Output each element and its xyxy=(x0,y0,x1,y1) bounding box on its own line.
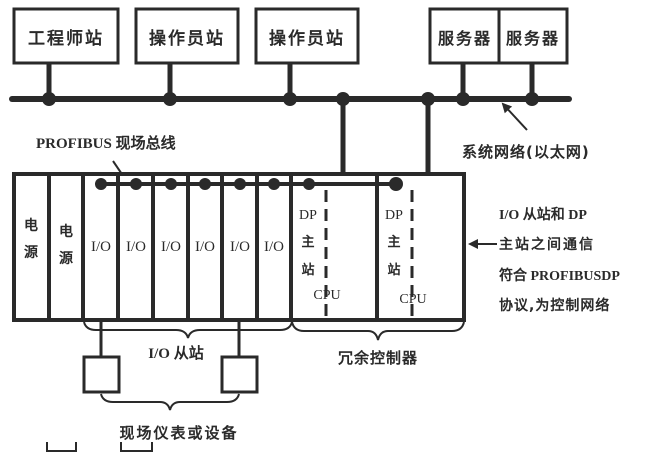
power-label-bottom: 源 xyxy=(59,250,73,267)
bracket-mark xyxy=(46,442,77,452)
engineer-station-label: 工程师站 xyxy=(28,28,104,49)
cpu-label: CPU xyxy=(313,288,340,303)
power-supply-module-2: 电 源 xyxy=(59,223,73,267)
io-module-label: I/O xyxy=(230,239,250,255)
field-device-2 xyxy=(220,355,259,394)
operator-station-2: 操作员站 xyxy=(254,7,360,65)
power-label-bottom: 源 xyxy=(24,244,38,261)
dp-label: DP xyxy=(385,208,403,223)
network-node xyxy=(456,92,470,106)
master-label-bottom: 站 xyxy=(387,262,400,278)
cpu-module-1: DP 主 站 CPU xyxy=(299,208,341,303)
field-devices-brace xyxy=(100,393,240,411)
fieldbus-node xyxy=(389,177,403,191)
master-label-top: 主 xyxy=(301,234,314,250)
io-module-label: I/O xyxy=(195,239,215,255)
profibus-fieldbus xyxy=(95,177,403,191)
server-1-label: 服务器 xyxy=(438,29,492,48)
protocol-annotation: I/O 从站和 DP 主站之间通信 符合 PROFIBUSDP 协议,为控制网络 xyxy=(498,206,620,314)
annotation-line: 主站之间通信 xyxy=(499,236,595,253)
io-module-label: I/O xyxy=(91,239,111,255)
io-slave-label: I/O 从站 xyxy=(148,344,203,362)
fieldbus-node xyxy=(268,178,280,190)
dp-label: DP xyxy=(299,208,317,223)
power-label-top: 电 xyxy=(59,223,73,240)
operator-station-1: 操作员站 xyxy=(134,7,240,65)
system-network-arrow-icon xyxy=(501,102,528,131)
profibus-label: PROFIBUS 现场总线 xyxy=(36,134,176,152)
operator-station-1-label: 操作员站 xyxy=(149,28,225,49)
network-node xyxy=(283,92,297,106)
system-network-bus xyxy=(9,63,572,173)
master-label-bottom: 站 xyxy=(301,262,314,278)
cpu-module-2: DP 主 站 CPU xyxy=(385,208,427,307)
operator-station-2-label: 操作员站 xyxy=(269,28,345,49)
server-2-label: 服务器 xyxy=(506,29,560,48)
redundant-controller-brace xyxy=(291,321,465,341)
redundant-controller-label: 冗余控制器 xyxy=(338,349,418,367)
fieldbus-node xyxy=(234,178,246,190)
controller-rack xyxy=(12,172,466,322)
server-group: 服务器 服务器 xyxy=(428,7,569,65)
network-node xyxy=(336,92,350,106)
field-device-1 xyxy=(82,355,121,394)
annotation-line: 协议,为控制网络 xyxy=(499,297,610,314)
network-node xyxy=(525,92,539,106)
power-supply-module-1: 电 源 xyxy=(24,217,38,261)
cpu-label: CPU xyxy=(399,292,426,307)
engineer-station: 工程师站 xyxy=(12,7,120,65)
power-label-top: 电 xyxy=(24,217,38,234)
master-label-top: 主 xyxy=(387,234,400,250)
io-module-label: I/O xyxy=(126,239,146,255)
network-node xyxy=(163,92,177,106)
io-modules: I/O I/O I/O I/O I/O I/O xyxy=(91,239,284,255)
fieldbus-node xyxy=(130,178,142,190)
network-node xyxy=(42,92,56,106)
fieldbus-node xyxy=(303,178,315,190)
bracket-mark xyxy=(120,442,153,452)
fieldbus-node xyxy=(199,178,211,190)
fieldbus-node xyxy=(95,178,107,190)
io-module-label: I/O xyxy=(161,239,181,255)
field-devices-label: 现场仪表或设备 xyxy=(119,424,238,442)
io-module-label: I/O xyxy=(264,239,284,255)
system-network-label: 系统网络(以太网) xyxy=(462,143,590,161)
io-slave-brace xyxy=(83,321,293,339)
network-node xyxy=(421,92,435,106)
annotation-line: I/O 从站和 DP xyxy=(499,206,587,223)
fieldbus-node xyxy=(165,178,177,190)
annotation-line: 符合 PROFIBUSDP xyxy=(498,267,620,284)
